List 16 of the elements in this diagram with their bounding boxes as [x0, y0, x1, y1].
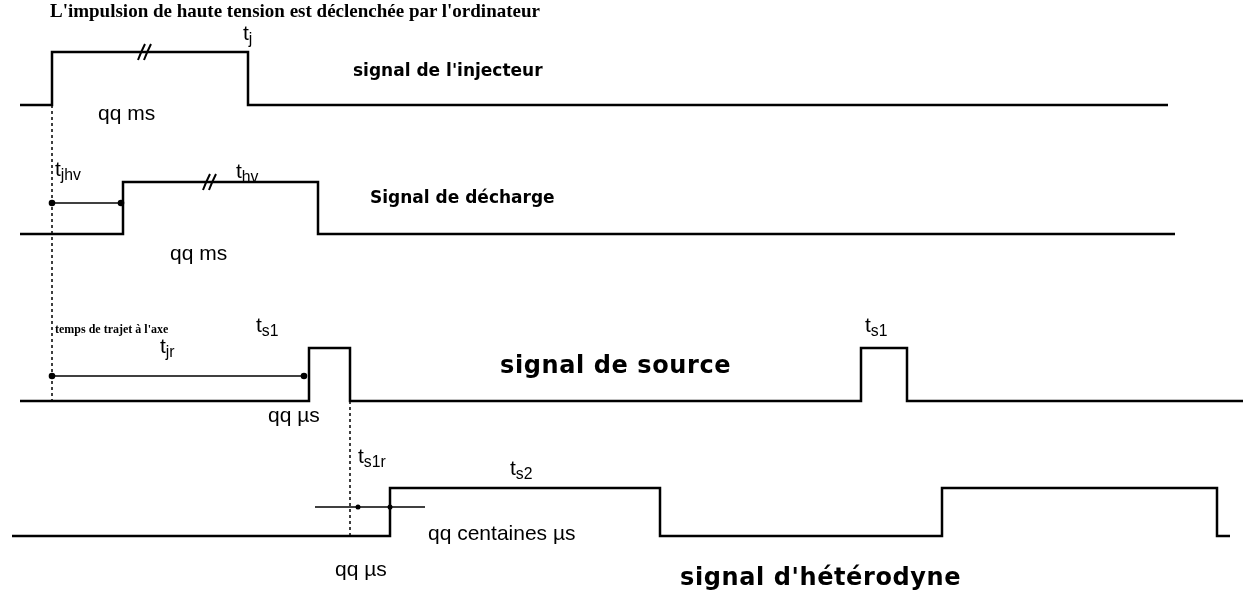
signal-name: signal de l'injecteur — [353, 60, 543, 82]
time-label: t$_{s2}$ — [510, 455, 533, 482]
signal-name: signal d'hétérodyne — [680, 562, 962, 592]
duration-label: qq centaines µs — [428, 520, 576, 546]
time-label: t$_{s1r}$ — [358, 443, 386, 470]
duration-label: qq ms — [170, 240, 228, 266]
time-label: t$_{j}$ — [243, 20, 253, 47]
time-label: t$_{s1}$ — [865, 312, 888, 339]
duration-label: qq ms — [98, 100, 156, 126]
diagram-title: L'impulsion de haute tension est déclenchée par l'ordinateur — [50, 0, 540, 22]
duration-label: qq µs — [335, 556, 387, 582]
duration-label: qq µs — [268, 402, 320, 428]
signal-name: Signal de décharge — [370, 187, 555, 209]
signal-name: signal de source — [500, 350, 732, 380]
time-label: t$_{s1}$ — [256, 312, 279, 339]
time-label: t$_{jhv}$ — [55, 156, 81, 183]
